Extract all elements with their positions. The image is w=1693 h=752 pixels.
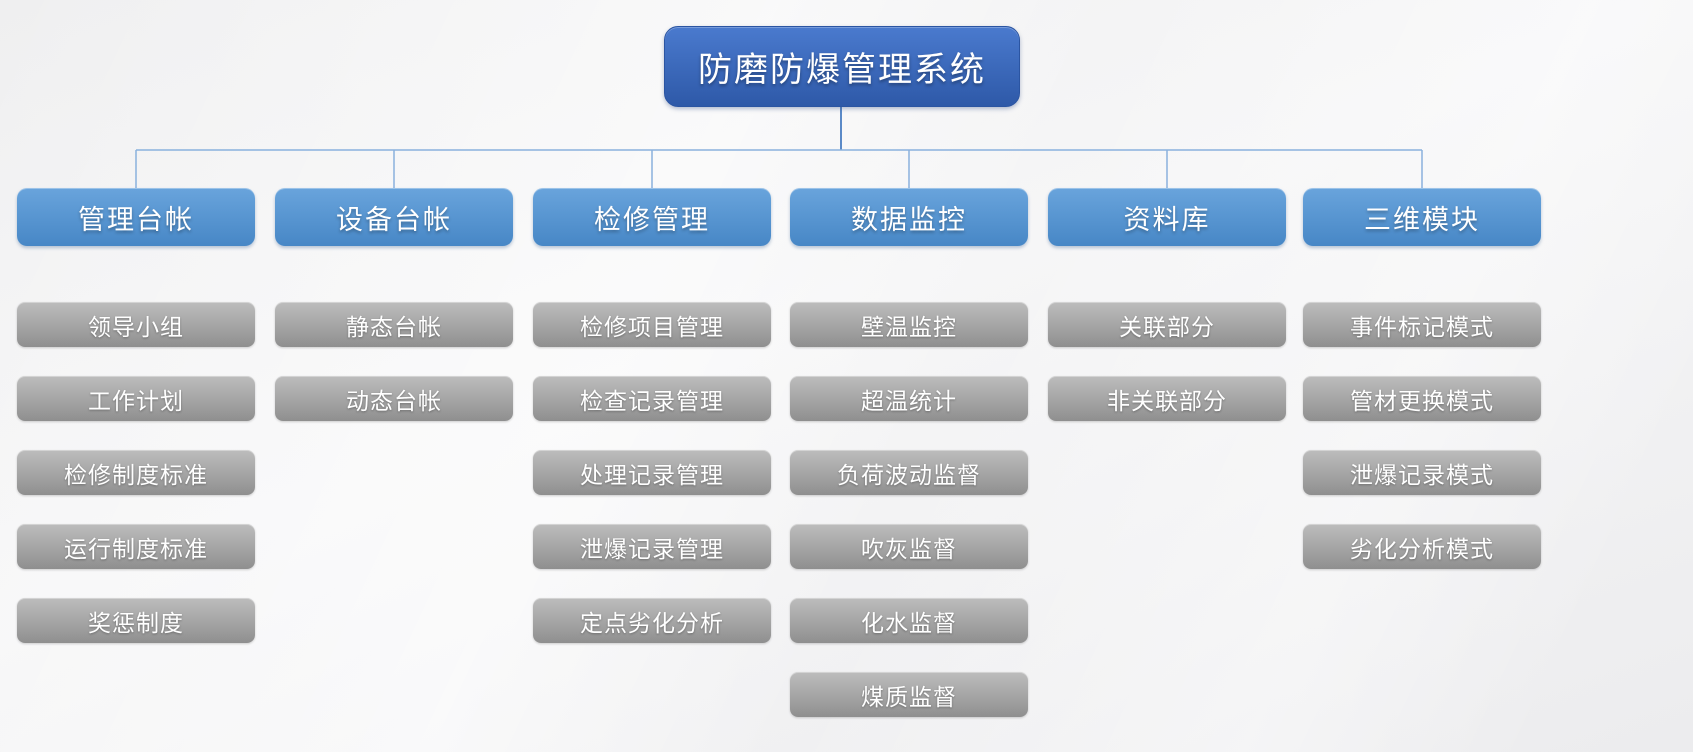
leaf-node: 超温统计 <box>790 376 1028 421</box>
branch-node: 数据监控 <box>790 188 1028 246</box>
branch-node: 管理台帐 <box>17 188 255 246</box>
leaf-node-label: 泄爆记录模式 <box>1350 461 1494 488</box>
branch-node-label: 管理台帐 <box>78 204 194 235</box>
leaf-node: 管材更换模式 <box>1303 376 1541 421</box>
leaf-node-label: 静态台帐 <box>346 313 442 340</box>
leaf-node: 定点劣化分析 <box>533 598 771 643</box>
leaf-node-label: 管材更换模式 <box>1350 387 1494 414</box>
leaf-node-label: 事件标记模式 <box>1350 313 1494 340</box>
leaf-node-label: 负荷波动监督 <box>837 461 981 488</box>
leaf-node: 静态台帐 <box>275 302 513 347</box>
leaf-node: 壁温监控 <box>790 302 1028 347</box>
root-node: 防磨防爆管理系统 <box>664 26 1020 107</box>
leaf-node-label: 领导小组 <box>88 313 184 340</box>
branch-node: 资料库 <box>1048 188 1286 246</box>
leaf-node: 检查记录管理 <box>533 376 771 421</box>
leaf-node-label: 检修制度标准 <box>64 461 208 488</box>
leaf-node-label: 工作计划 <box>88 387 184 414</box>
leaf-node-label: 检查记录管理 <box>580 387 724 414</box>
leaf-node-label: 壁温监控 <box>861 313 957 340</box>
leaf-node: 处理记录管理 <box>533 450 771 495</box>
leaf-node: 运行制度标准 <box>17 524 255 569</box>
leaf-node-label: 奖惩制度 <box>88 609 184 636</box>
leaf-node: 检修项目管理 <box>533 302 771 347</box>
leaf-node: 非关联部分 <box>1048 376 1286 421</box>
leaf-node: 事件标记模式 <box>1303 302 1541 347</box>
leaf-node-label: 运行制度标准 <box>64 535 208 562</box>
leaf-node-label: 处理记录管理 <box>580 461 724 488</box>
leaf-node-label: 定点劣化分析 <box>580 609 724 636</box>
branch-node: 三维模块 <box>1303 188 1541 246</box>
leaf-node: 工作计划 <box>17 376 255 421</box>
leaf-node-label: 检修项目管理 <box>580 313 724 340</box>
branch-node: 设备台帐 <box>275 188 513 246</box>
leaf-node: 奖惩制度 <box>17 598 255 643</box>
leaf-node: 领导小组 <box>17 302 255 347</box>
leaf-node-label: 煤质监督 <box>861 683 957 710</box>
leaf-node: 化水监督 <box>790 598 1028 643</box>
leaf-node-label: 化水监督 <box>861 609 957 636</box>
leaf-node: 动态台帐 <box>275 376 513 421</box>
leaf-node: 吹灰监督 <box>790 524 1028 569</box>
leaf-node: 检修制度标准 <box>17 450 255 495</box>
branch-node: 检修管理 <box>533 188 771 246</box>
leaf-node-label: 非关联部分 <box>1107 387 1227 414</box>
leaf-node-label: 动态台帐 <box>346 387 442 414</box>
leaf-node-label: 劣化分析模式 <box>1350 535 1494 562</box>
leaf-node: 煤质监督 <box>790 672 1028 717</box>
leaf-node: 劣化分析模式 <box>1303 524 1541 569</box>
leaf-node: 泄爆记录模式 <box>1303 450 1541 495</box>
leaf-node-label: 泄爆记录管理 <box>580 535 724 562</box>
branch-node-label: 资料库 <box>1123 204 1211 235</box>
leaf-node-label: 超温统计 <box>861 387 957 414</box>
branch-node-label: 数据监控 <box>851 204 967 235</box>
branch-node-label: 检修管理 <box>594 204 710 235</box>
branch-node-label: 三维模块 <box>1364 204 1480 235</box>
leaf-node: 关联部分 <box>1048 302 1286 347</box>
leaf-node-label: 关联部分 <box>1119 313 1215 340</box>
leaf-node: 负荷波动监督 <box>790 450 1028 495</box>
leaf-node-label: 吹灰监督 <box>861 535 957 562</box>
branch-node-label: 设备台帐 <box>336 204 452 235</box>
leaf-node: 泄爆记录管理 <box>533 524 771 569</box>
root-node-label: 防磨防爆管理系统 <box>698 51 986 89</box>
